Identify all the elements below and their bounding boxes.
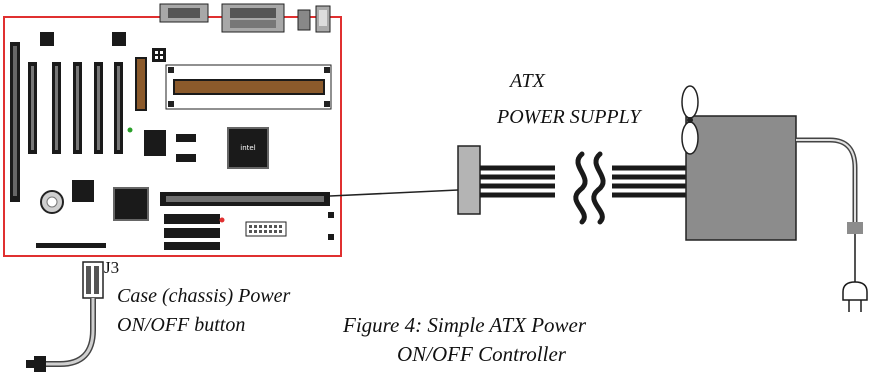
cpu-socket bbox=[165, 64, 332, 110]
rear-io-ports bbox=[159, 3, 331, 33]
front-panel-header bbox=[36, 243, 106, 248]
jumper-block bbox=[152, 48, 166, 62]
cord-strain-relief bbox=[847, 222, 863, 234]
usb-port bbox=[297, 9, 311, 31]
atx-power-header bbox=[245, 221, 287, 237]
ide-connector-1 bbox=[164, 214, 220, 224]
ide-connector-2 bbox=[164, 228, 220, 238]
psu-label-line1: ATX bbox=[510, 70, 545, 92]
motherboard: intel bbox=[3, 3, 342, 257]
intel-chipset-main bbox=[227, 127, 269, 169]
switch-label-line1: Case (chassis) Power bbox=[117, 285, 291, 307]
psu-cable-connector bbox=[457, 145, 481, 215]
floppy-connector bbox=[164, 242, 220, 250]
power-supply-unit bbox=[681, 85, 797, 241]
ac-power-cord bbox=[796, 137, 868, 312]
cable-break-marks bbox=[573, 151, 606, 225]
power-button bbox=[34, 356, 46, 372]
led-red bbox=[219, 217, 225, 223]
intel-chipset-secondary bbox=[113, 187, 149, 221]
figure-caption-line2: ON/OFF Controller bbox=[397, 342, 566, 366]
psu-fan-top bbox=[681, 85, 699, 119]
connector-label: J3 bbox=[104, 258, 120, 277]
chip-lower bbox=[72, 180, 94, 202]
board-to-connector-line bbox=[329, 189, 459, 197]
bios-chip bbox=[40, 32, 54, 46]
ac-plug-icon bbox=[842, 281, 868, 301]
svg-text:intel: intel bbox=[240, 144, 255, 152]
psu-box bbox=[685, 115, 797, 241]
pci-slots bbox=[28, 62, 123, 154]
agp-slot bbox=[135, 57, 147, 111]
led-green bbox=[127, 127, 133, 133]
io-chip bbox=[112, 32, 126, 46]
chip-mid bbox=[144, 130, 166, 156]
figure-caption-line1: Figure 4: Simple ATX Power bbox=[343, 313, 587, 337]
switch-label-line2: ON/OFF button bbox=[117, 314, 246, 336]
psu-fan-bottom bbox=[681, 121, 699, 155]
psu-cable-bundle bbox=[480, 165, 686, 198]
psu-label-line2: POWER SUPPLY bbox=[497, 106, 641, 128]
case-power-switch bbox=[26, 261, 104, 372]
